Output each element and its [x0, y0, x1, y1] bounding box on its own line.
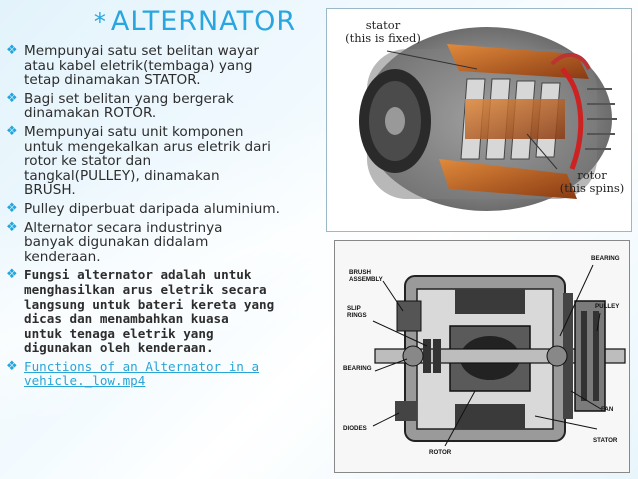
stator-label: stator (this is fixed): [345, 18, 421, 45]
bearing-top-label: BEARING: [591, 255, 620, 262]
diodes-label: DIODES: [343, 425, 367, 432]
alternator-photo-illustration: [359, 27, 617, 211]
bullet-text: Bagi set belitan yang bergerak dinamakan…: [24, 90, 234, 122]
slip-rings-label: SLIP RINGS: [347, 305, 367, 319]
alternator-diagram-illustration: [372, 264, 626, 447]
bullet-item-pulley: ❖ Pulley diperbuat daripada aluminium.: [6, 200, 308, 217]
bullet-item-rotor: ❖ Bagi set belitan yang bergerak dinamak…: [6, 90, 308, 122]
diamond-bullet-icon: ❖: [6, 267, 18, 283]
diamond-bullet-icon: ❖: [6, 123, 18, 139]
bullet-text: Mempunyai satu unit komponen untuk menge…: [24, 123, 271, 199]
bullet-text: Mempunyai satu set belitan wayar atau ka…: [24, 43, 259, 89]
alternator-cutaway-photo: stator (this is fixed) rotor (this spins…: [326, 8, 632, 232]
video-link[interactable]: Functions of an Alternator in a vehicle.…: [24, 358, 260, 389]
fan-label: FAN: [601, 406, 614, 413]
bullet-item-stator: ❖ Mempunyai satu set belitan wayar atau …: [6, 43, 308, 89]
diamond-bullet-icon: ❖: [6, 200, 18, 216]
alternator-section-diagram: BRUSH ASSEMBLY SLIP RINGS BEARING DIODES…: [334, 240, 630, 473]
bullet-item-video-link[interactable]: ❖ Functions of an Alternator in a vehicl…: [6, 358, 308, 389]
diamond-bullet-icon: ❖: [6, 358, 18, 374]
diamond-bullet-icon: ❖: [6, 43, 18, 58]
rotor-diagram-label: ROTOR: [429, 449, 452, 456]
title-star: *: [93, 8, 107, 36]
stator-diagram-label: STATOR: [593, 437, 618, 444]
bullet-list: ❖ Mempunyai satu set belitan wayar atau …: [6, 43, 308, 393]
title-text: ALTERNATOR: [110, 6, 297, 37]
pulley-label: PULLEY: [595, 303, 620, 310]
slide-title: *ALTERNATOR: [70, 6, 320, 37]
bullet-text: Fungsi alternator adalah untuk menghasil…: [24, 267, 275, 356]
rotor-label: rotor (this spins): [559, 168, 625, 195]
bullet-text: Pulley diperbuat daripada aluminium.: [24, 200, 280, 217]
bullet-item-function: ❖ Fungsi alternator adalah untuk menghas…: [6, 268, 308, 356]
bullet-text: Alternator secara industrinya banyak dig…: [24, 219, 223, 265]
brush-assembly-label: BRUSH ASSEMBLY: [349, 269, 383, 283]
bearing-left-label: BEARING: [343, 365, 372, 372]
diamond-bullet-icon: ❖: [6, 90, 18, 106]
bullet-item-industry: ❖ Alternator secara industrinya banyak d…: [6, 219, 308, 265]
bullet-item-brush: ❖ Mempunyai satu unit komponen untuk men…: [6, 123, 308, 199]
diamond-bullet-icon: ❖: [6, 219, 18, 235]
